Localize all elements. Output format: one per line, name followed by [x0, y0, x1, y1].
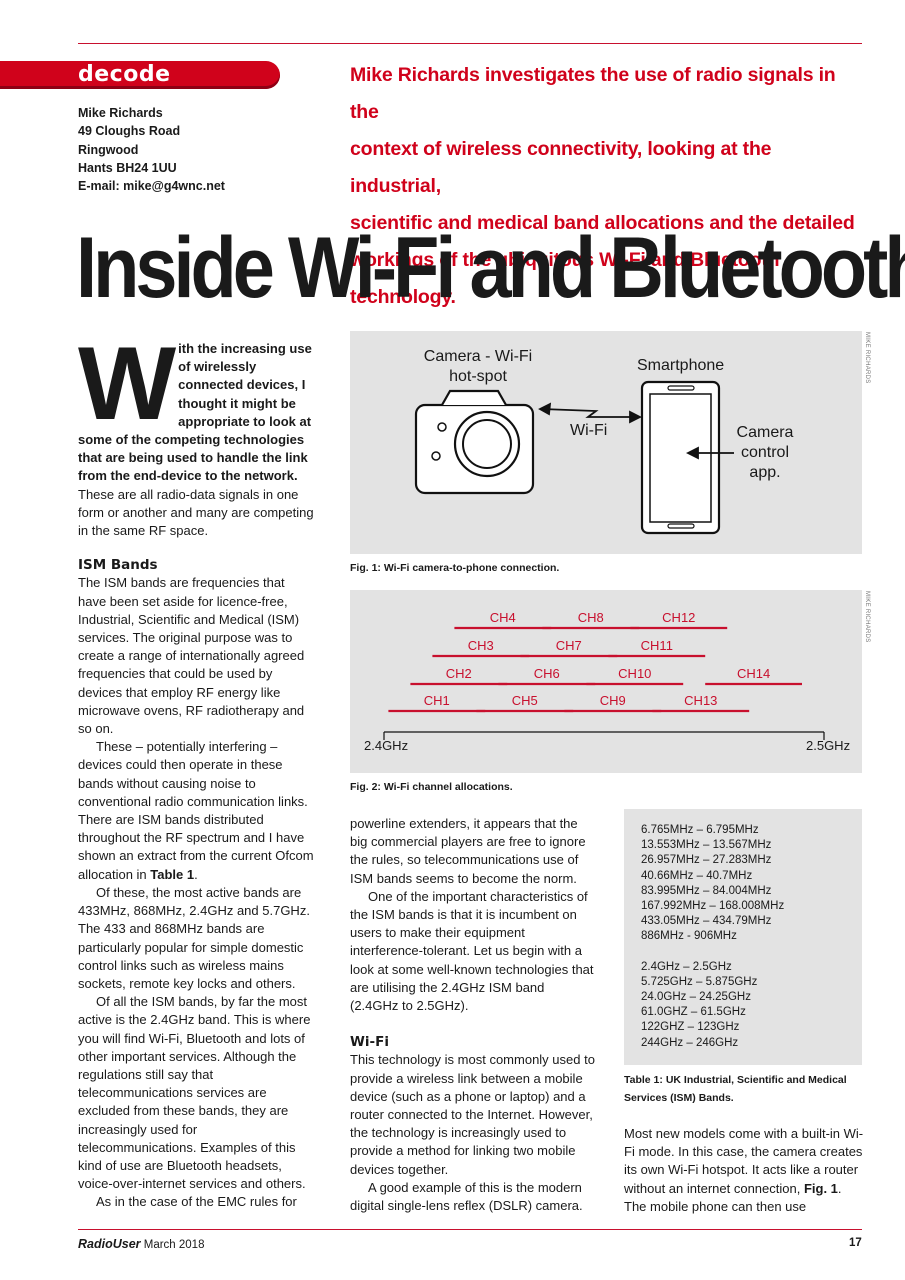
- standfirst-line: context of wireless connectivity, lookin…: [350, 138, 772, 197]
- channel-label: CH12: [662, 610, 695, 625]
- page-number: 17: [849, 1237, 862, 1249]
- column-1: W ith the increasing use of wirelessly c…: [78, 326, 314, 1212]
- camera-phone-diagram: [414, 380, 734, 535]
- wifi-label: Wi-Fi: [570, 422, 608, 439]
- paragraph: Of these, the most active bands are 433M…: [78, 884, 310, 991]
- ism-band-row: 61.0GHZ – 61.5GHz: [641, 1006, 746, 1019]
- channel-label: CH1: [424, 693, 450, 708]
- channel-label: CH2: [446, 666, 472, 681]
- channel-label: CH14: [737, 666, 770, 681]
- ism-band-row: 83.995MHz – 84.004MHz: [641, 884, 772, 897]
- paragraph: As in the case of the EMC rules for: [96, 1194, 297, 1210]
- ism-band-row: 433.05MHz – 434.79MHz: [641, 915, 772, 928]
- figure-1-caption: Fig. 1: Wi-Fi camera-to-phone connection…: [350, 562, 560, 574]
- subhead-ism: ISM Bands: [78, 557, 158, 574]
- ism-band-row: 167.992MHz – 168.008MHz: [641, 900, 785, 913]
- standfirst-line: Mike Richards investigates the use of ra…: [350, 64, 836, 123]
- ism-band-row: 2.4GHz – 2.5GHz: [641, 960, 732, 973]
- ism-band-row: 13.553MHz – 13.567MHz: [641, 839, 772, 852]
- footer-left: RadioUser March 2018: [78, 1237, 204, 1251]
- author-block: Mike Richards 49 Cloughs Road Ringwood H…: [78, 104, 225, 195]
- ism-band-row: 5.725GHz – 5.875GHz: [641, 975, 758, 988]
- author-street: 49 Cloughs Road: [78, 124, 181, 139]
- paragraph: This technology is most commonly used to…: [350, 1052, 595, 1177]
- paragraph: powerline extenders, it appears that the…: [350, 816, 586, 886]
- ism-band-row: 886MHz - 906MHz: [641, 930, 737, 943]
- headline: Inside Wi-Fi and Bluetooth: [76, 220, 905, 316]
- author-email: E-mail: mike@g4wnc.net: [78, 179, 225, 194]
- camera-icon: [414, 389, 535, 495]
- ism-band-row: 26.957MHz – 27.283MHz: [641, 854, 772, 867]
- channel-label: CH10: [618, 666, 651, 681]
- top-rule: [78, 43, 862, 44]
- channel-label: CH13: [684, 693, 717, 708]
- smartphone-icon: [640, 380, 721, 535]
- standfirst: Mike Richards investigates the use of ra…: [350, 57, 862, 316]
- paragraph: These – potentially interfering – device…: [78, 739, 314, 882]
- drop-cap: W: [78, 326, 176, 442]
- channel-label: CH5: [512, 693, 538, 708]
- ism-band-row: 40.66MHz – 40.7MHz: [641, 869, 753, 882]
- bottom-rule: [78, 1229, 862, 1230]
- channel-label: CH3: [468, 638, 494, 653]
- channel-label: CH7: [556, 638, 582, 653]
- magazine-name: RadioUser: [78, 1237, 141, 1251]
- issue-date: March 2018: [143, 1239, 205, 1251]
- standfirst-line: workings of the ubiquitous Wi-Fi and Blu…: [350, 249, 780, 308]
- ism-band-row: 6.765MHz – 6.795MHz: [641, 824, 759, 836]
- paragraph: One of the important characteristics of …: [350, 888, 594, 1014]
- table-reference: Table 1: [150, 866, 195, 882]
- column-3: Most new models come with a built-in Wi-…: [624, 1125, 864, 1216]
- ism-table-rows: 6.765MHz – 6.795MHz 13.553MHz – 13.567MHz…: [641, 823, 784, 1051]
- channel-label: CH4: [490, 610, 516, 625]
- paragraph: Most new models come with a built-in Wi-…: [624, 1126, 864, 1214]
- wifi-link-arrow: [538, 402, 643, 424]
- app-pointer-arrow: [685, 446, 734, 460]
- axis-start-label: 2.4GHz: [364, 738, 409, 753]
- figure-2-caption: Fig. 2: Wi-Fi channel allocations.: [350, 781, 513, 793]
- channel-label: CH11: [641, 638, 673, 653]
- table-spacer: [641, 945, 784, 960]
- lead-text: ith the increasing use of wirelessly con…: [78, 341, 312, 484]
- channel-label: CH6: [534, 666, 560, 681]
- author-town: Ringwood: [78, 142, 139, 157]
- standfirst-line: scientific and medical band allocations …: [350, 212, 855, 234]
- column-2: powerline extenders, it appears that the…: [350, 815, 595, 1215]
- author-county: Hants BH24 1UU: [78, 160, 177, 175]
- phone-label: Smartphone: [637, 357, 725, 374]
- photo-credit: MIKE RICHARDS: [864, 332, 870, 384]
- photo-credit: MIKE RICHARDS: [864, 591, 870, 643]
- paragraph: A good example of this is the modern dig…: [350, 1179, 583, 1214]
- ism-band-row: 244GHz – 246GHz: [641, 1036, 739, 1049]
- subhead-wifi: Wi-Fi: [350, 1034, 389, 1051]
- channel-label: CH8: [578, 610, 604, 625]
- section-banner: decode: [0, 61, 280, 89]
- channel-label: CH9: [600, 693, 626, 708]
- lead-text-rest: These are all radio-data signals in one …: [78, 486, 314, 539]
- paragraph: Of all the ISM bands, by far the most ac…: [78, 994, 311, 1192]
- paragraph: The ISM bands are frequencies that have …: [78, 575, 305, 737]
- ism-table: 6.765MHz – 6.795MHz 13.553MHz – 13.567MHz…: [624, 809, 862, 1065]
- ism-band-row: 122GHZ – 123GHz: [641, 1021, 740, 1034]
- figure-reference: Fig. 1: [803, 1180, 838, 1196]
- axis-end-label: 2.5GHz: [806, 738, 851, 753]
- ism-band-row: 24.0GHz – 24.25GHz: [641, 991, 751, 1004]
- section-label: decode: [78, 62, 171, 87]
- author-name: Mike Richards: [78, 106, 163, 120]
- table-1-caption: Table 1: UK Industrial, Scientific and M…: [624, 1074, 847, 1104]
